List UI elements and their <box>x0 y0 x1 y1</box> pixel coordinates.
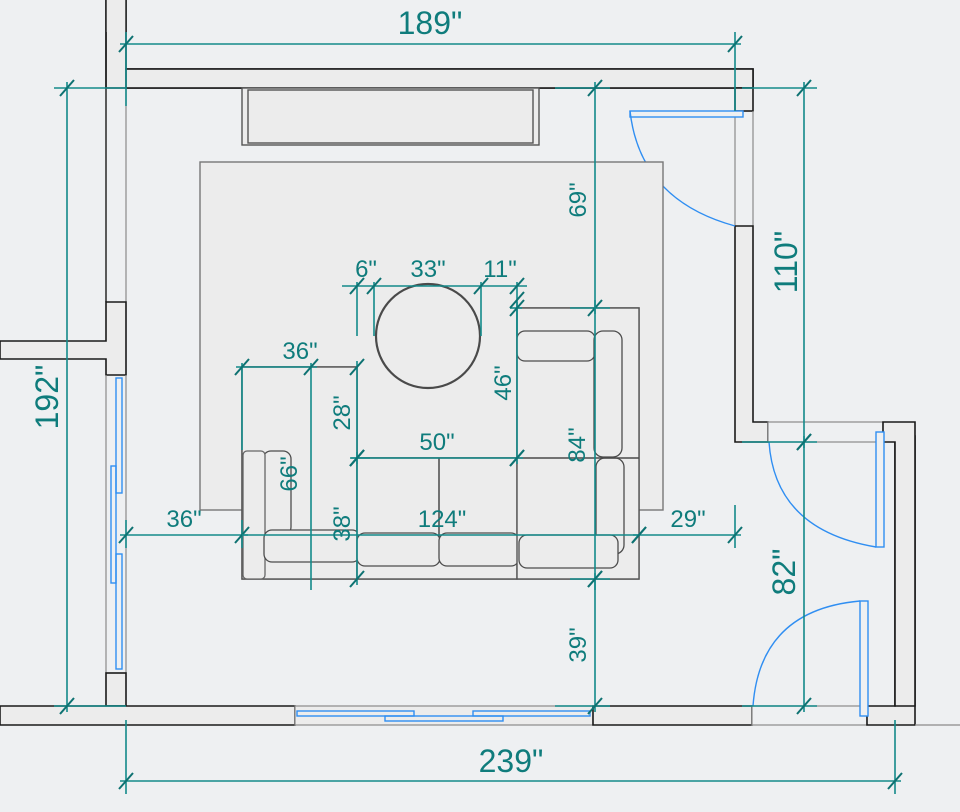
corner-back-cushion-top <box>516 330 596 362</box>
wall-right-mid-door-gap <box>767 421 884 443</box>
dimension-tick <box>303 358 319 376</box>
dimension-tick <box>349 358 365 376</box>
tv-console[interactable] <box>241 87 540 146</box>
dimension-tick <box>727 526 743 544</box>
dimension-tick <box>509 277 525 295</box>
walls <box>0 0 960 726</box>
dim-window-to-sofa: 36" <box>166 506 201 533</box>
dim-sofa-total-width: 124" <box>418 506 467 533</box>
dimension-tick <box>234 358 250 376</box>
dim-table-diameter: 33" <box>410 256 445 283</box>
sectional-sofa[interactable] <box>241 307 640 580</box>
wall-left-lower <box>105 672 127 707</box>
dimension-tick <box>118 35 134 53</box>
round-coffee-table[interactable] <box>374 282 482 390</box>
dimension-lines <box>54 32 903 794</box>
door-right-middle[interactable] <box>768 431 885 548</box>
seat-cushion-1 <box>356 532 441 567</box>
dimension-tick <box>796 79 812 97</box>
dim-table-right-gap: 11" <box>483 256 516 283</box>
dim-bottom-width: 239" <box>479 743 544 779</box>
dimension-tick <box>631 526 647 544</box>
dim-table-left-gap: 6" <box>355 256 377 283</box>
dimension-tick <box>59 697 75 715</box>
wall-right-upper-cap <box>734 87 754 112</box>
dim-chaise-depth-upper: 28" <box>329 395 356 430</box>
dimension-tick <box>509 291 525 309</box>
dim-right-section-depth: 46" <box>490 365 517 400</box>
dim-right-lower-height: 82" <box>766 549 802 596</box>
seat-cushion-2 <box>438 532 520 567</box>
wall-right-upper <box>734 225 769 443</box>
dimension-tick <box>509 449 525 467</box>
dimension-tick <box>349 277 365 295</box>
window-left <box>110 377 123 670</box>
dimension-tick <box>796 433 812 451</box>
dimension-tick <box>349 570 365 588</box>
dimension-tick <box>473 277 489 295</box>
door-right-bottom[interactable] <box>752 600 869 717</box>
wall-left-upper <box>106 0 126 32</box>
dimension-tick <box>587 570 603 588</box>
dim-chaise-width: 36" <box>282 338 317 365</box>
dimension-labels: 189" 239" 192" 110" 82" 69" 39" 6" 33" 1… <box>29 5 804 779</box>
dimension-tick <box>587 697 603 715</box>
dimension-tick <box>349 449 365 467</box>
dim-right-upper-height: 110" <box>768 231 804 293</box>
chaise-side-cushion <box>242 450 266 580</box>
wall-top-band <box>125 68 754 89</box>
wall-bottom-mid <box>592 705 753 726</box>
dimension-tick <box>366 277 382 295</box>
corner-seat-cushion <box>518 534 619 569</box>
dimension-tick <box>509 299 525 317</box>
wall-bottom-left <box>0 705 296 726</box>
dimension-tick <box>118 772 134 790</box>
dimension-tick <box>796 697 812 715</box>
dimension-tick <box>887 772 903 790</box>
wall-left-junction <box>0 301 127 376</box>
dim-chaise-depth-lower: 38" <box>329 506 356 541</box>
dim-tv-to-sofa: 69" <box>565 182 592 217</box>
dimension-tick <box>59 79 75 97</box>
dim-left-height: 192" <box>29 365 65 430</box>
dim-center-span: 50" <box>419 429 454 456</box>
dim-chaise-length: 66" <box>276 456 303 491</box>
dimension-tick <box>118 526 134 544</box>
window-bottom <box>296 710 591 722</box>
right-back-cushion-upper <box>593 330 623 458</box>
dim-sofa-to-wall: 39" <box>565 627 592 662</box>
dim-right-section-length: 84" <box>564 427 591 462</box>
dim-top-width: 189" <box>398 5 463 41</box>
wall-right-corner <box>882 421 916 707</box>
dim-sofa-to-door-wall: 29" <box>670 506 705 533</box>
dimension-tick <box>587 79 603 97</box>
dimension-tick <box>727 35 743 53</box>
wall-bottom-door-gap <box>751 705 868 726</box>
